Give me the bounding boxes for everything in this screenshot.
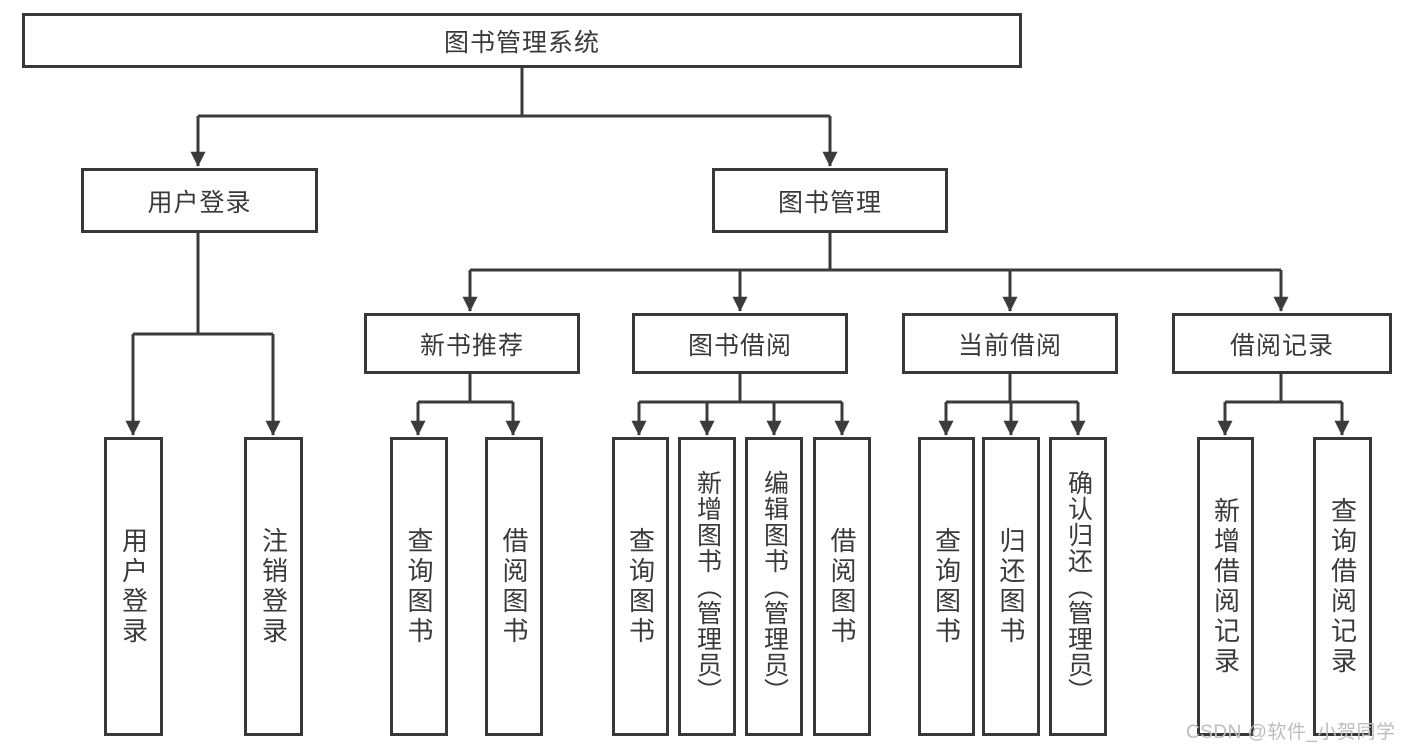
leaf-user-login: 用户登录 bbox=[104, 437, 163, 736]
leaf-label: 编辑图书（管理员） bbox=[760, 469, 789, 704]
leaf-label: 借阅图书 bbox=[499, 526, 529, 647]
node-book-borrow: 图书借阅 bbox=[632, 313, 848, 374]
csdn-watermark: CSDN @软件_小贺同学 bbox=[1186, 722, 1396, 743]
leaf-label: 确认归还（管理员） bbox=[1064, 469, 1093, 704]
leaf-borrow-borrow-book: 借阅图书 bbox=[813, 437, 871, 736]
leaf-edit-book-admin: 编辑图书（管理员） bbox=[745, 437, 803, 736]
leaf-label: 查询图书 bbox=[931, 526, 962, 647]
node-label: 图书借阅 bbox=[687, 331, 792, 360]
leaf-logout-login: 注销登录 bbox=[244, 437, 303, 736]
leaf-query-borrow-record: 查询借阅记录 bbox=[1313, 437, 1372, 736]
leaf-return-book: 归还图书 bbox=[982, 437, 1040, 736]
node-current-borrow: 当前借阅 bbox=[902, 313, 1118, 374]
node-borrow-records: 借阅记录 bbox=[1172, 313, 1392, 374]
node-label: 图书管理 bbox=[777, 188, 882, 217]
node-label: 当前借阅 bbox=[957, 331, 1062, 360]
leaf-recommend-query-book: 查询图书 bbox=[390, 437, 448, 736]
leaf-label: 借阅图书 bbox=[827, 526, 857, 647]
leaf-label: 归还图书 bbox=[996, 526, 1026, 647]
leaf-label: 查询借阅记录 bbox=[1327, 496, 1358, 677]
node-label: 借阅记录 bbox=[1229, 331, 1334, 360]
leaf-label: 新增图书（管理员） bbox=[693, 469, 722, 704]
node-label: 用户登录 bbox=[147, 188, 252, 217]
leaf-label: 查询图书 bbox=[404, 526, 434, 647]
node-user-login: 用户登录 bbox=[81, 168, 318, 233]
leaf-label: 用户登录 bbox=[118, 526, 149, 647]
leaf-recommend-borrow-book: 借阅图书 bbox=[485, 437, 543, 736]
leaf-label: 注销登录 bbox=[258, 526, 289, 647]
node-new-book-recommend: 新书推荐 bbox=[364, 313, 580, 374]
node-book-management: 图书管理 bbox=[712, 168, 948, 233]
leaf-add-book-admin: 新增图书（管理员） bbox=[678, 437, 736, 736]
leaf-borrow-query-book: 查询图书 bbox=[612, 437, 669, 736]
leaf-confirm-return-admin: 确认归还（管理员） bbox=[1049, 437, 1107, 736]
node-root-library-system: 图书管理系统 bbox=[22, 13, 1022, 68]
leaf-current-query-book: 查询图书 bbox=[918, 437, 975, 736]
leaf-add-borrow-record: 新增借阅记录 bbox=[1197, 437, 1254, 736]
leaf-label: 查询图书 bbox=[625, 526, 656, 647]
node-label: 新书推荐 bbox=[419, 331, 524, 360]
leaf-label: 新增借阅记录 bbox=[1210, 496, 1241, 677]
node-label: 图书管理系统 bbox=[443, 28, 600, 57]
